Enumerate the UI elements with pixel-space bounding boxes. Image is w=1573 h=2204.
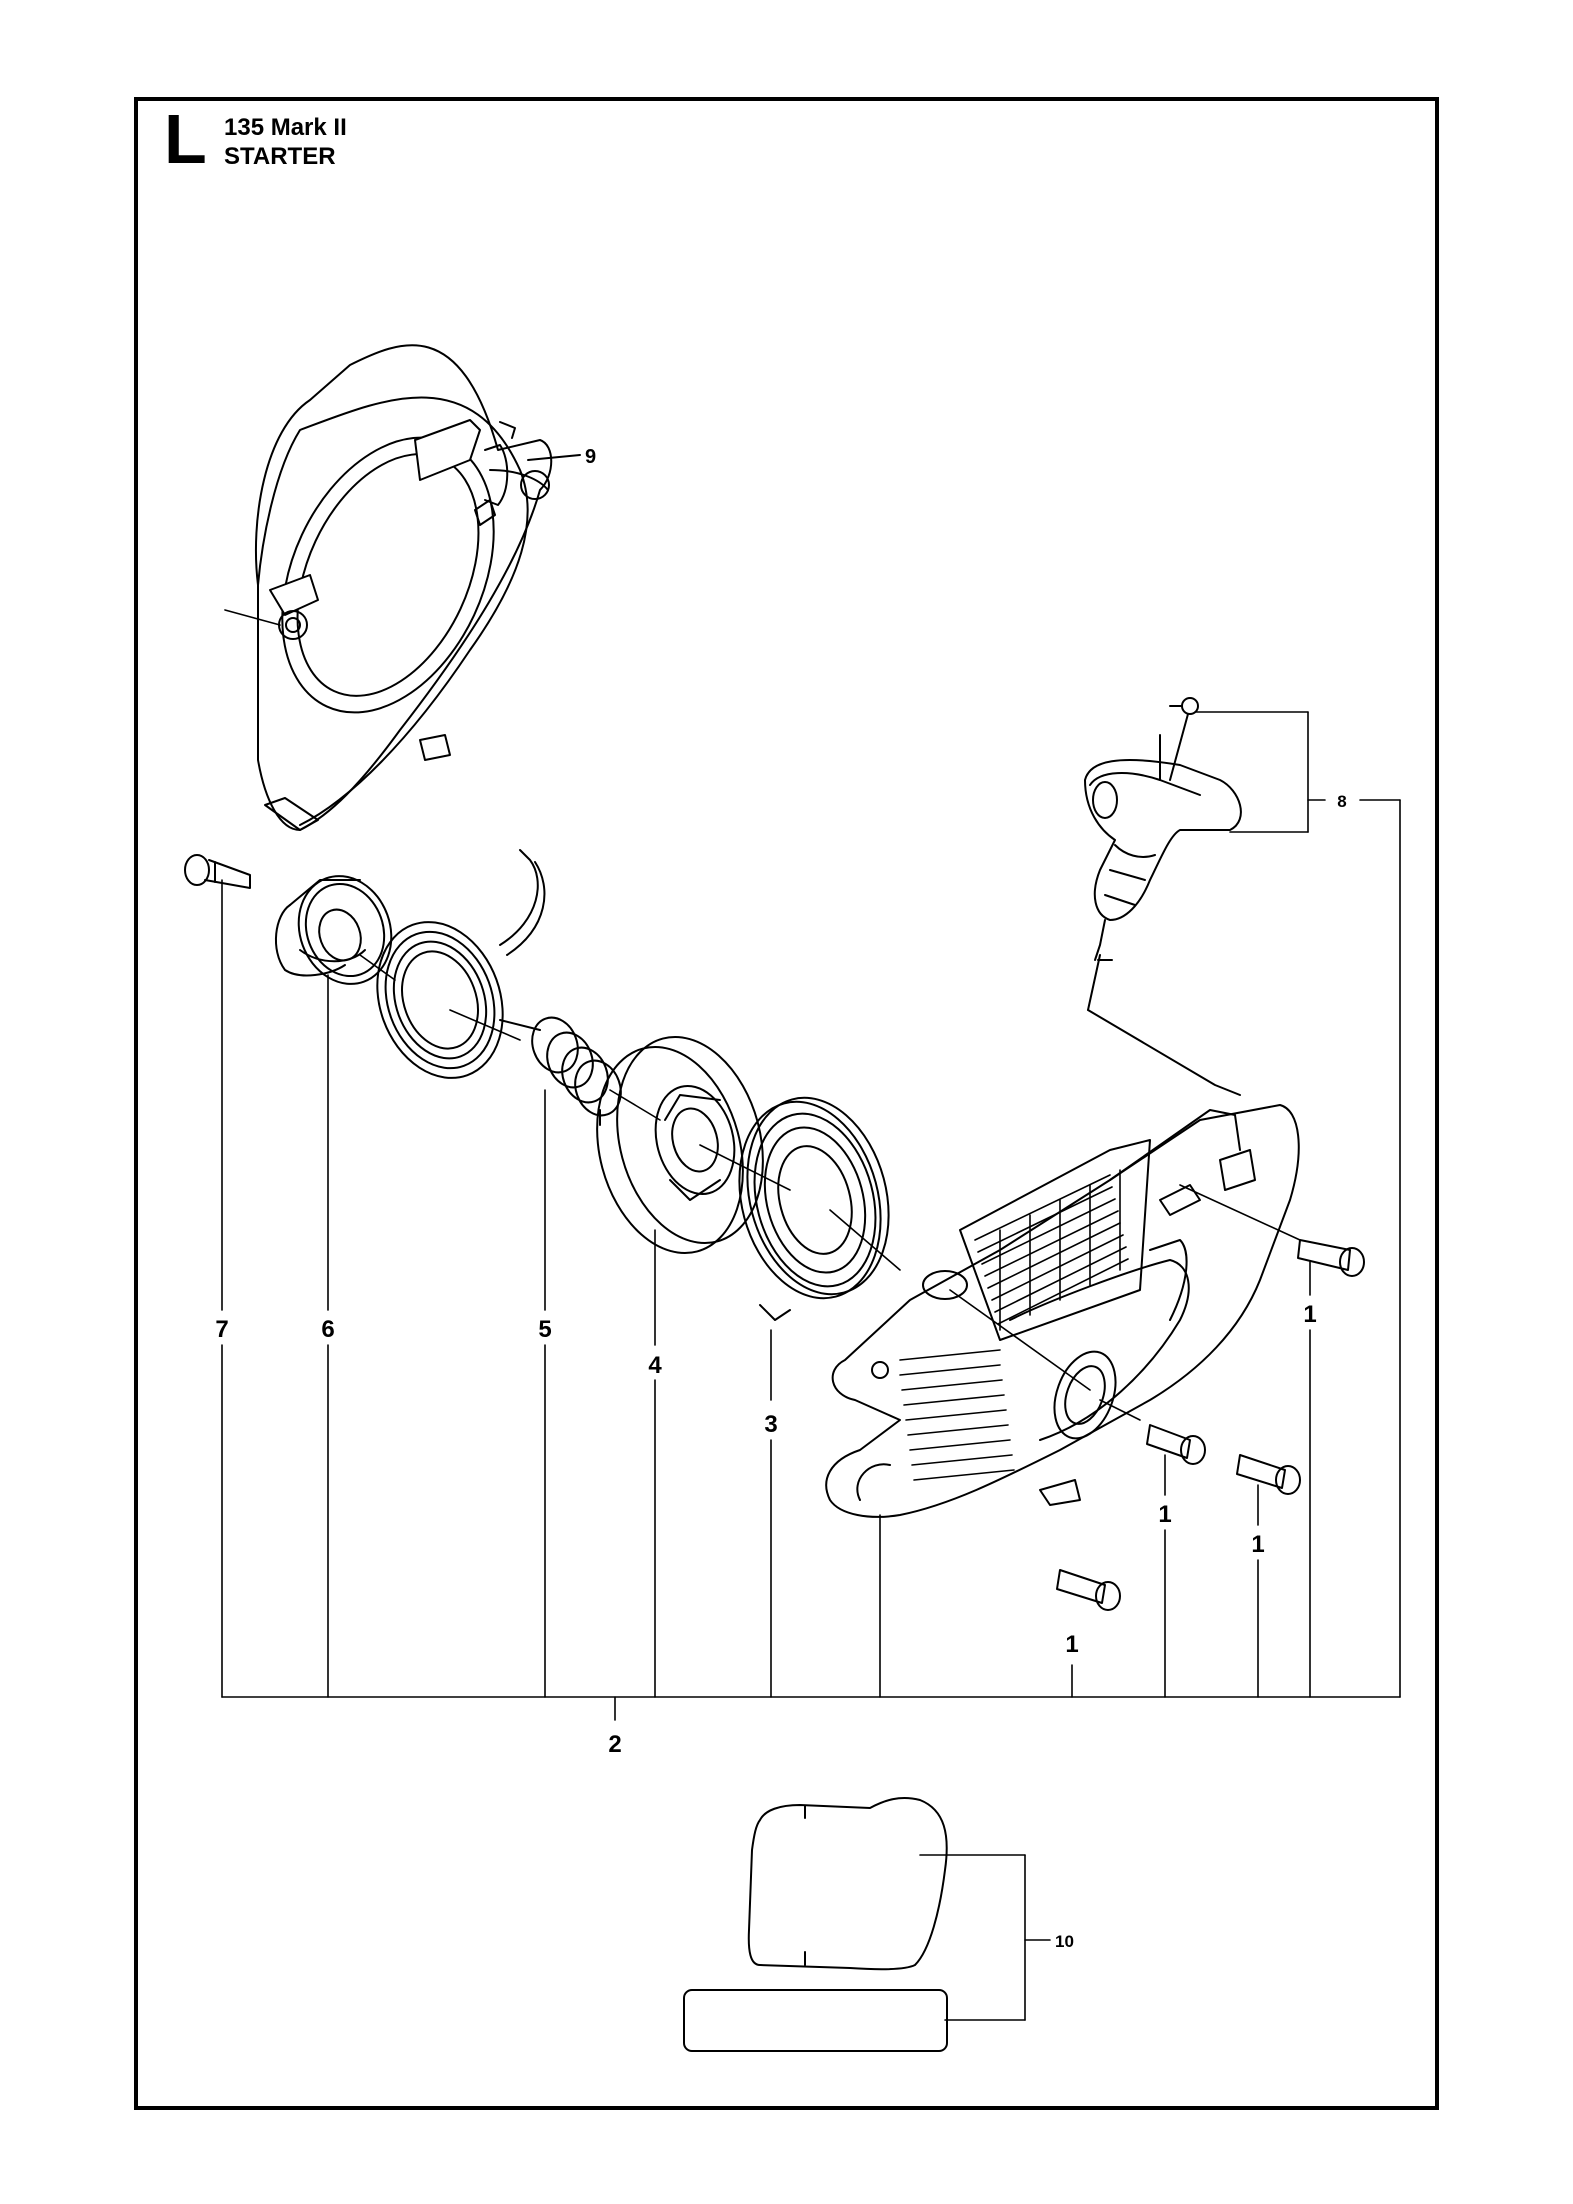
part-screw-1b: [1146, 1424, 1206, 1465]
rope-line: [1087, 954, 1101, 1011]
part-decal-10: [683, 1797, 948, 2052]
section-letter: L: [164, 100, 207, 178]
callout-5: 5: [538, 1316, 551, 1343]
part-recoil-spring: [376, 849, 546, 1079]
callout-9: 9: [585, 446, 596, 468]
part-cassette-3: [738, 1096, 890, 1321]
part-fan-housing: [255, 344, 553, 831]
rope-path: [1087, 1009, 1241, 1096]
callout-1-a: 1: [1303, 1301, 1316, 1328]
callout-labels: 7 6 5 4 3 2 1 1 1 1 8 10: [215, 792, 1346, 1951]
callout-leaders: [221, 711, 1401, 2021]
drawing-border: [134, 97, 1439, 2110]
part-starter-housing: [825, 1104, 1300, 1518]
housing-vent-upper: [974, 1169, 1129, 1331]
leader-9: [527, 454, 581, 461]
callout-8: 8: [1337, 792, 1346, 811]
callout-1-b: 1: [1158, 1501, 1171, 1528]
part-screw-1c: [1236, 1454, 1301, 1495]
callout-7: 7: [215, 1316, 228, 1343]
callout-1-c: 1: [1251, 1531, 1264, 1558]
part-screw-1d: [1056, 1569, 1121, 1611]
part-screw-1a: [1297, 1239, 1365, 1277]
part-screw-7: [184, 854, 251, 889]
part-pulley-4: [596, 1035, 764, 1255]
section-title: STARTER: [224, 143, 336, 170]
housing-vent-lower: [899, 1349, 1015, 1481]
callout-10: 10: [1055, 1932, 1074, 1951]
model-title: 135 Mark II: [224, 114, 347, 141]
part-starter-handle-8: [1084, 697, 1242, 961]
assembly-axis-lines: [224, 609, 1301, 1421]
callout-3: 3: [764, 1411, 777, 1438]
callout-4: 4: [648, 1352, 662, 1379]
callout-2: 2: [608, 1731, 621, 1758]
callout-1-d: 1: [1065, 1631, 1078, 1658]
callout-6: 6: [321, 1316, 334, 1343]
part-spring-5: [499, 1016, 622, 1126]
part-hub-6: [274, 875, 393, 985]
